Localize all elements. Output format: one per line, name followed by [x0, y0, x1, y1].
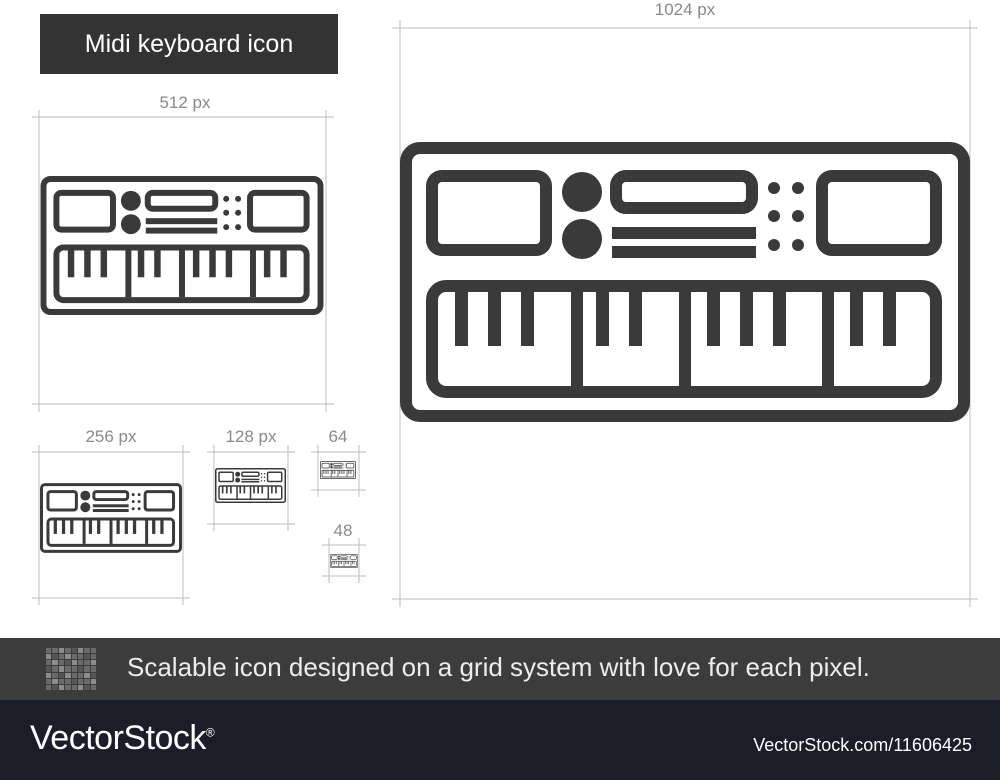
registered-mark: ®	[205, 725, 215, 740]
dimension-guides	[32, 20, 978, 607]
keyboard-icon-128	[215, 468, 286, 503]
pixel-grid-icon	[46, 648, 96, 690]
size-label-512: 512 px	[159, 93, 211, 112]
tagline-band: Scalable icon designed on a grid system …	[0, 638, 1000, 700]
keyboard-icon-48	[330, 554, 358, 568]
size-label-256: 256 px	[85, 427, 137, 446]
keyboard-icon-512	[40, 176, 324, 315]
title-label: Midi keyboard icon	[40, 14, 338, 74]
keyboard-icon-256	[40, 483, 182, 553]
footer-bar: VectorStock® VectorStock.com/11606425	[0, 700, 1000, 780]
size-label-64: 64	[328, 427, 348, 446]
vectorstock-logo: VectorStock®	[30, 719, 215, 758]
stock-id-link[interactable]: VectorStock.com/11606425	[753, 735, 972, 755]
size-label-1024: 1024 px	[654, 0, 716, 19]
logo-text: VectorStock	[30, 719, 206, 757]
keyboard-icon-64	[320, 461, 356, 479]
keyboard-icon-1024	[400, 142, 970, 422]
tagline-text: Scalable icon designed on a grid system …	[127, 652, 870, 682]
size-label-128: 128 px	[225, 427, 277, 446]
size-label-48: 48	[333, 521, 353, 540]
